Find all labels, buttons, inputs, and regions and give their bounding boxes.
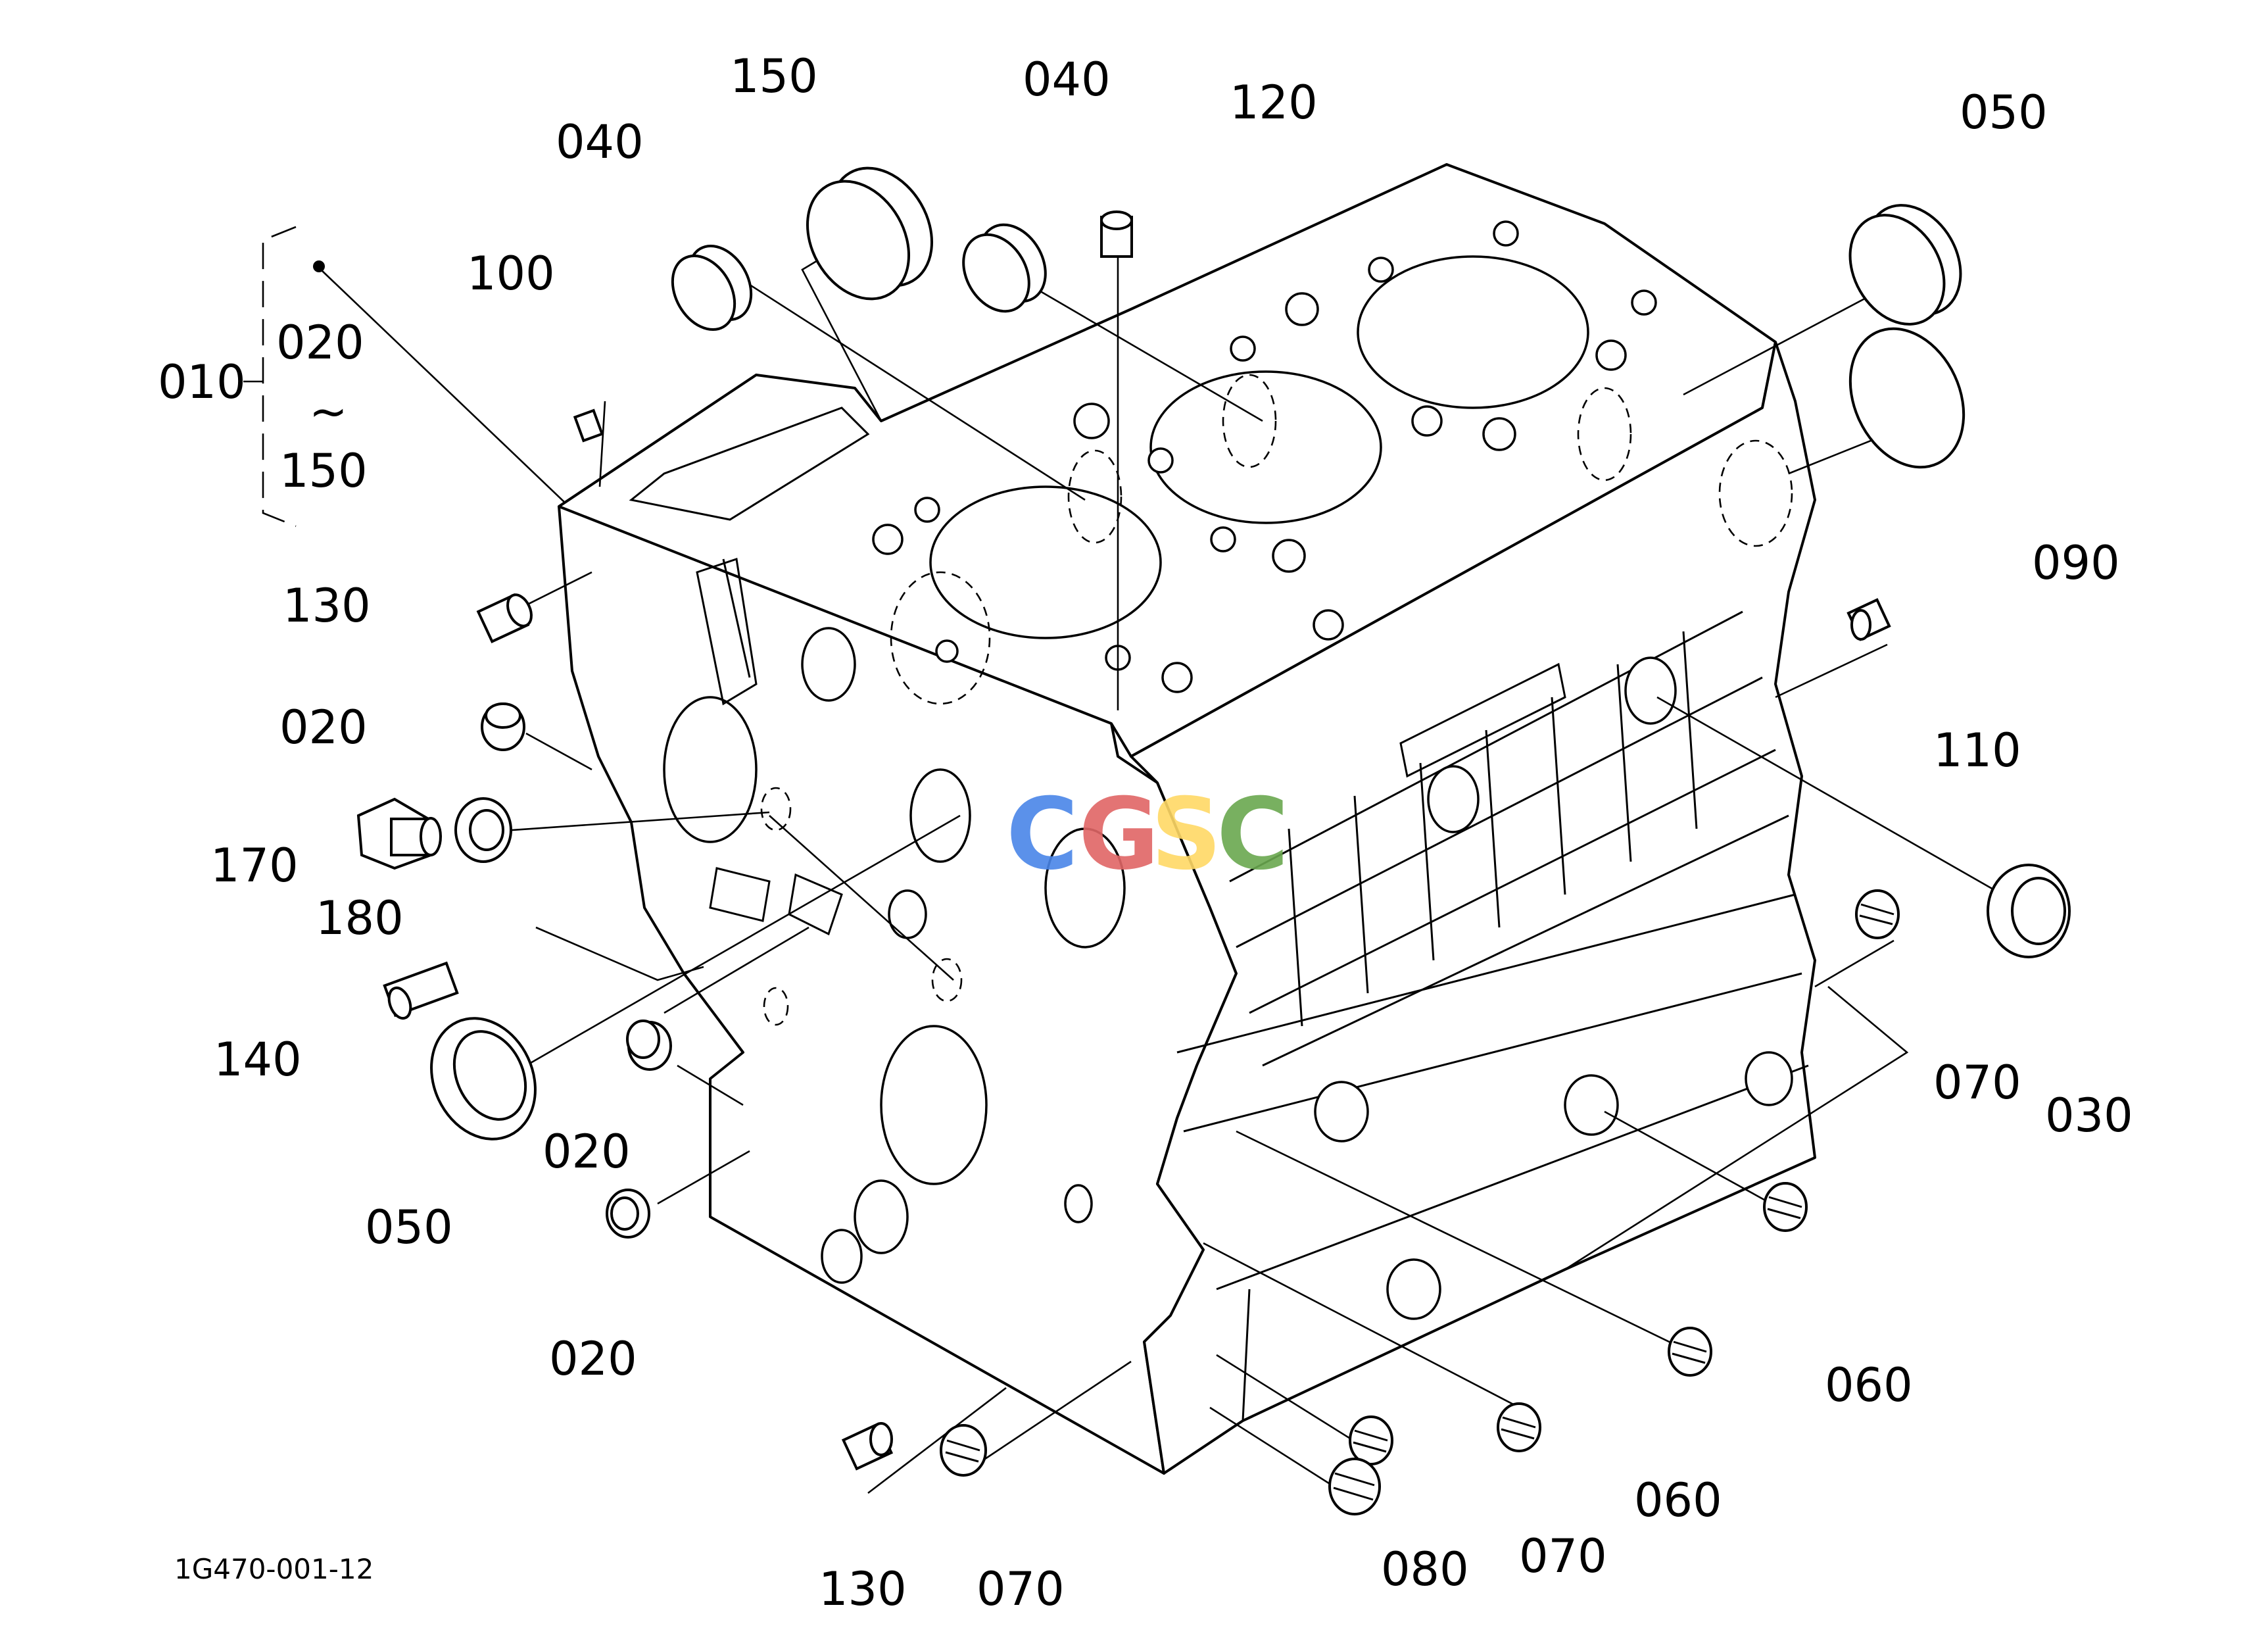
part-040-plug-left <box>671 244 753 332</box>
part-030-plug <box>1987 864 2071 958</box>
part-070-setscrew-front <box>1349 1415 1393 1465</box>
part-060-setscrew-right <box>1763 1182 1808 1232</box>
watermark-logo: C G S C <box>1006 777 1289 892</box>
front-face-features <box>663 558 1126 1284</box>
leader-lines <box>320 234 2026 1501</box>
callout-130-top: 130 <box>283 579 371 633</box>
callout-060-right: 060 <box>1825 1358 1913 1412</box>
callout-130-bottom: 130 <box>819 1562 907 1616</box>
part-130-bushing-top <box>476 593 533 643</box>
watermark-letter-1: C <box>1006 777 1078 892</box>
watermark-letter-2: G <box>1078 777 1159 892</box>
part-150-plug <box>806 166 934 301</box>
part-070-setscrew-right <box>1855 889 1900 939</box>
cylinder-bore-3 <box>1357 255 1589 409</box>
watermark-letter-4: C <box>1217 777 1289 892</box>
callout-020-a: 020 <box>279 701 368 754</box>
callout-150-top: 150 <box>730 49 818 103</box>
cylinder-bore-2 <box>1149 370 1382 524</box>
part-070-setscrew-bottom <box>940 1424 987 1477</box>
callout-080: 080 <box>1381 1542 1469 1596</box>
callout-labels: 150 040 040 120 050 100 130 020 170 180 … <box>210 49 2133 1616</box>
callout-070-front: 070 <box>977 1562 1065 1616</box>
callout-070-right: 070 <box>1933 1056 2021 1110</box>
callout-110: 110 <box>1933 724 2021 777</box>
group-dot-marker <box>313 260 325 272</box>
callout-060-bottom: 060 <box>1634 1473 1722 1527</box>
callout-020-c: 020 <box>549 1332 637 1386</box>
cylinder-bore-1 <box>929 485 1162 639</box>
part-040-plug-mid <box>962 223 1047 313</box>
watermark-letter-3: S <box>1151 777 1222 892</box>
callout-170: 170 <box>210 839 299 893</box>
figure-number: 1G470-001-12 <box>174 1553 374 1585</box>
part-170-drain-plug <box>356 797 442 870</box>
part-110-pin <box>1846 598 1891 641</box>
part-180-washer <box>454 797 512 863</box>
hidden-bore-outlines <box>760 374 1793 1026</box>
callout-100: 100 <box>467 247 555 301</box>
loose-parts <box>356 166 2071 1515</box>
part-100-pin <box>573 408 604 443</box>
callout-040-left: 040 <box>556 115 644 169</box>
part-080-setscrew <box>1328 1458 1381 1515</box>
block-front-tab <box>629 406 870 521</box>
group-assembly-label: 010 <box>158 355 246 409</box>
part-120-pin <box>1100 210 1133 258</box>
group-range-start-label: 020 <box>276 316 364 370</box>
callout-040-mid: 040 <box>1023 53 1111 107</box>
callout-030: 030 <box>2045 1089 2133 1143</box>
part-020-plug-b <box>626 1020 672 1071</box>
callout-090: 090 <box>2032 536 2120 590</box>
block-bottom-flange <box>1176 893 1809 1421</box>
part-050-seal-left <box>430 1017 537 1141</box>
part-050-plug-top <box>1848 204 1962 326</box>
callout-050-left: 050 <box>365 1200 453 1254</box>
part-020-plug-a <box>481 702 525 751</box>
part-060-setscrew-bottom-a <box>1668 1327 1712 1377</box>
side-rib-grid <box>1229 610 1793 1320</box>
group-bracket: 010 020 ~ 150 <box>158 226 368 528</box>
part-130-bushing-bottom <box>841 1422 894 1471</box>
callout-070-bottom: 070 <box>1519 1529 1607 1583</box>
callout-140: 140 <box>214 1033 302 1087</box>
part-140-sleeve <box>383 961 459 1020</box>
group-range-symbol: ~ <box>309 385 348 439</box>
callout-180: 180 <box>316 891 404 945</box>
part-060-setscrew-bottom-b <box>1497 1402 1541 1452</box>
group-range-end-label: 150 <box>279 444 368 498</box>
callout-120: 120 <box>1230 76 1318 130</box>
callout-050-top: 050 <box>1960 86 2048 139</box>
part-020-plug-c <box>606 1189 650 1239</box>
part-090-plug <box>1848 327 1966 469</box>
callout-020-b: 020 <box>543 1125 631 1179</box>
engine-block <box>558 163 1816 1475</box>
